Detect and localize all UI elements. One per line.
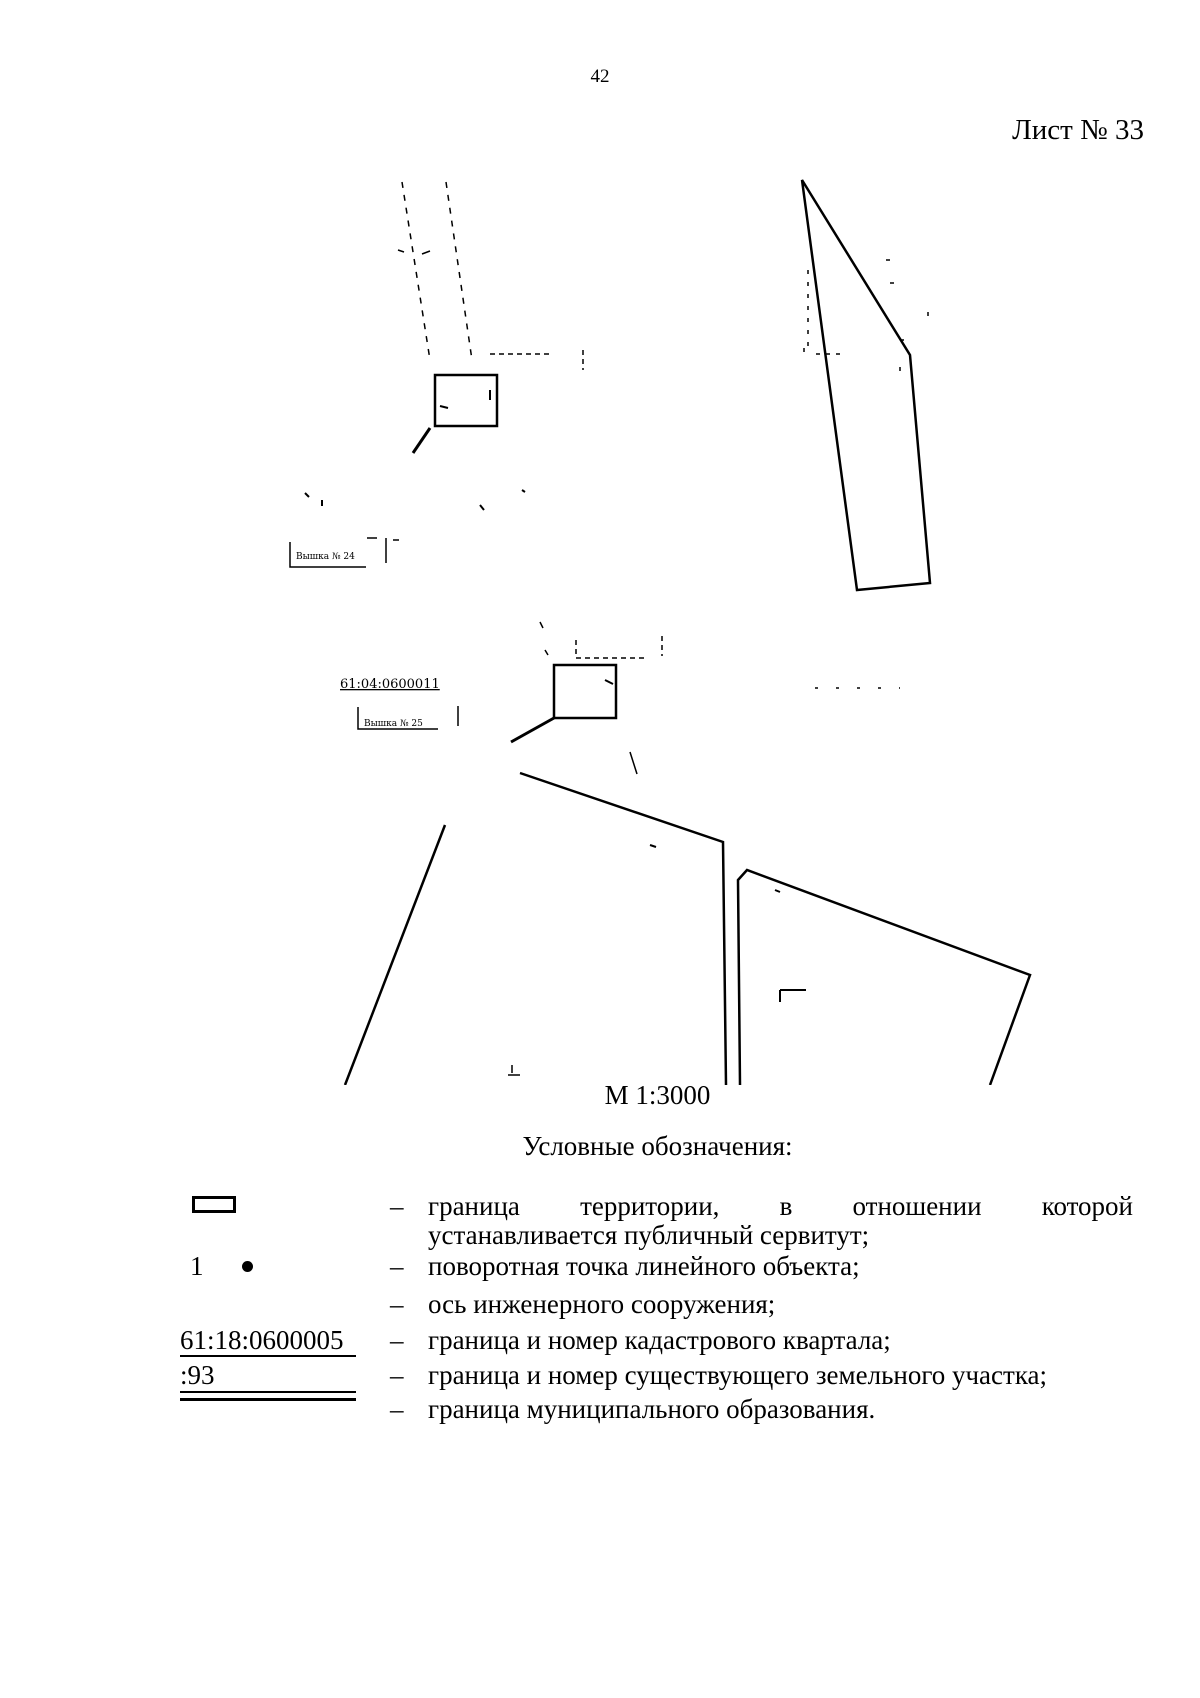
servitude-marks [604,679,614,685]
map-scale: М 1:3000 [604,1080,711,1110]
road-edge-dashed [401,181,431,361]
legend-symbol: 61:18:0600005 [178,1325,358,1357]
legend-dash: – [390,1191,404,1221]
road-boundary [343,824,447,1085]
dashed-boundary-right [803,259,929,375]
point-dot-icon [242,1261,253,1272]
map-mark [367,537,399,541]
legend-title: Условные обозначения: [522,1131,793,1161]
map-label-kvartal: 61:04:0600011 [340,677,440,692]
map-mark [508,1065,520,1076]
axis-segment [510,716,555,744]
axis-segment [411,427,432,454]
servitude-boundary-lower [552,663,618,720]
label-box-vyshka-24 [289,538,387,568]
legend-dash: – [390,1394,404,1424]
map-mark [397,249,431,255]
kvartal-line-icon [180,1355,356,1357]
servitude-boundary-upper [433,373,499,428]
legend-symbol: :93 [178,1360,358,1393]
rectangle-symbol-icon [192,1196,236,1213]
scatter-marks [304,489,526,511]
road-boundary [736,868,1032,1085]
map-label-vyshka-25: Вышка № 25 [364,719,423,729]
legend-symbol: 1 [178,1252,358,1282]
legend-desc: граница территории, в отношении которой [428,1191,1133,1221]
legend-dash: – [390,1251,404,1281]
parcel-boundary-right [800,179,932,592]
map-label-vyshka-24: Вышка № 24 [296,552,355,562]
label-box-vyshka-25 [357,706,459,730]
sheet-number: Лист № 33 [1012,114,1144,146]
page-number: 42 [590,66,610,87]
legend-desc: ось инженерного сооружения; [428,1289,776,1319]
municipal-line-icon [180,1398,356,1401]
parcel-number: :93 [180,1360,215,1390]
legend-symbol [178,1192,358,1222]
cadastral-map: Вышка № 24 61:04:0600011 Вышка № 25 [289,179,1032,1085]
parcel-line-icon [180,1391,356,1393]
point-number: 1 [190,1251,204,1281]
legend-dash: – [390,1289,404,1319]
scatter-marks [539,621,638,775]
legend-desc: поворотная точка линейного объекта; [428,1251,860,1281]
map-mark [649,844,806,1002]
legend-dash: – [390,1360,404,1390]
legend-dash: – [390,1325,404,1355]
legend-desc: граница и номер кадастрового квартала; [428,1325,891,1355]
legend-desc: граница муниципального образования. [428,1394,876,1424]
legend-symbol [178,1290,358,1320]
legend-symbol [178,1395,358,1425]
label-bracket [575,636,663,659]
kvartal-number: 61:18:0600005 [180,1325,344,1355]
servitude-marks [439,390,491,409]
road-boundary [519,771,728,1085]
legend-desc-line2: устанавливается публичный сервитут; [428,1220,870,1250]
label-bracket [490,350,584,370]
road-edge-dashed [445,181,473,361]
legend-desc: граница и номер существующего земельного… [428,1360,1048,1390]
